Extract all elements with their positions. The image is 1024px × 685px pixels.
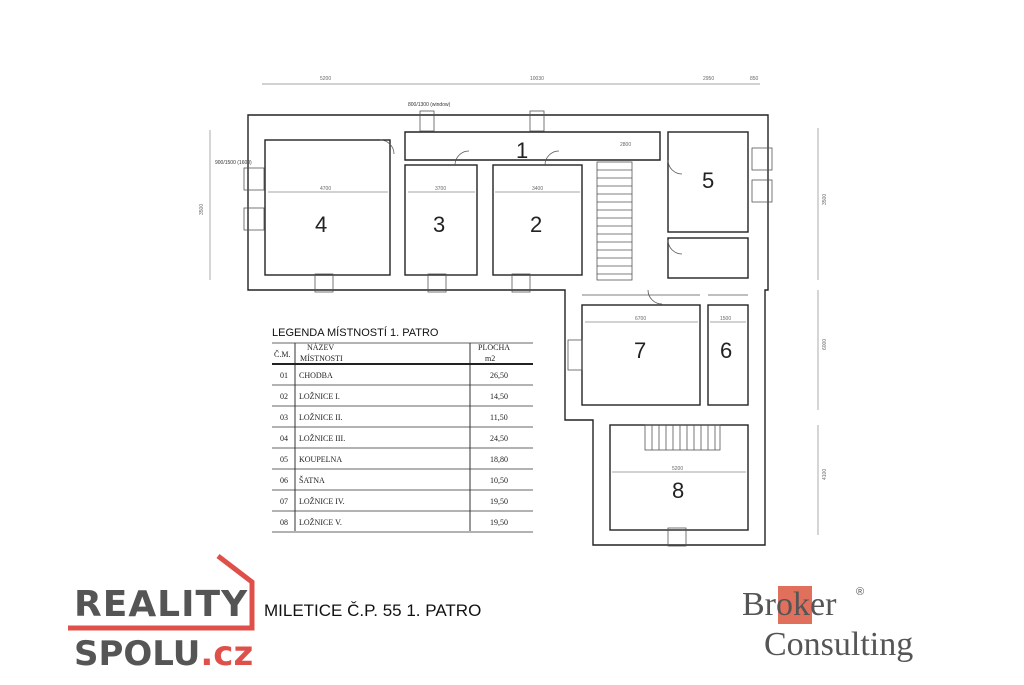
doors: [379, 139, 683, 305]
legend-room-number: 01: [280, 371, 288, 380]
room-6-label: 6: [720, 338, 732, 363]
legend-room-name: LOŽNICE II.: [299, 412, 343, 422]
legend-room-number: 03: [280, 413, 288, 422]
legend-room-name: LOŽNICE I.: [299, 391, 340, 401]
windows: 800/1300 (window) 900/1500 (1600): [215, 102, 773, 547]
legend-room-number: 07: [280, 497, 288, 506]
dim-top-3: 2950: [703, 76, 714, 82]
legend-room-area: 11,50: [490, 413, 508, 422]
legend-room-name: ŠATNA: [299, 476, 325, 485]
logo-spolu: SPOLU: [74, 634, 201, 674]
legend-room-number: 06: [280, 476, 288, 485]
legend-row: 01 CHODBA 26,50: [272, 371, 533, 386]
staircase-upper: [596, 161, 633, 281]
legend-room-area: 19,50: [490, 518, 508, 527]
legend-room-number: 05: [280, 455, 288, 464]
dim-room-6: 1500: [720, 316, 731, 322]
room-3-label: 3: [433, 212, 445, 237]
legend-room-number: 08: [280, 518, 288, 527]
room-2-label: 2: [530, 212, 542, 237]
room-4-label: 4: [315, 212, 327, 237]
legend-row: 07 LOŽNICE IV. 19,50: [272, 496, 533, 512]
dim-top-1: 5200: [320, 76, 331, 82]
legend-room-area: 18,80: [490, 455, 508, 464]
logo-box: [778, 586, 812, 624]
dim-left: 3500: [199, 204, 205, 215]
legend-room-area: 19,50: [490, 497, 508, 506]
dim-right-3: 4100: [822, 469, 828, 480]
legend-room-area: 14,50: [490, 392, 508, 401]
dim-room-7: 6700: [635, 316, 646, 322]
dim-room-8: 5200: [672, 466, 683, 472]
legend-room-name: LOŽNICE V.: [299, 517, 342, 527]
logo-spolu-text: SPOLU.cz: [74, 634, 253, 674]
legend-row: 08 LOŽNICE V. 19,50: [272, 517, 533, 533]
legend-row: 05 KOUPELNA 18,80: [272, 455, 533, 470]
dim-right-1: 3500: [822, 194, 828, 205]
legend-header-name-1: NÁZEV: [307, 342, 334, 352]
dim-room-4: 4700: [320, 186, 331, 192]
room-7-label: 7: [634, 338, 646, 363]
legend-row: 06 ŠATNA 10,50: [272, 476, 533, 491]
legend-room-area: 10,50: [490, 476, 508, 485]
legend-header-area-1: PLOCHA: [478, 343, 510, 352]
legend-room-name: KOUPELNA: [299, 455, 342, 464]
staircase-lower: [644, 424, 721, 451]
dim-top-4: 850: [750, 76, 759, 82]
room-1-label: 1: [516, 138, 528, 163]
room-legend: LEGENDA MÍSTNOSTÍ 1. PATRO Č.M. NÁZEV MÍ…: [272, 326, 533, 533]
dim-corridor: 2800: [620, 142, 631, 148]
dim-top-2: 10030: [530, 76, 544, 82]
legend-room-area: 26,50: [490, 371, 508, 380]
legend-row: 04 LOŽNICE III. 24,50: [272, 433, 533, 449]
logo-tld: .cz: [200, 634, 254, 674]
dim-room-3: 3700: [435, 186, 446, 192]
plan-title: MILETICE Č.P. 55 1. PATRO: [264, 601, 482, 620]
legend-room-name: CHODBA: [299, 371, 333, 380]
legend-room-number: 04: [280, 434, 288, 443]
legend-row: 03 LOŽNICE II. 11,50: [272, 412, 533, 428]
legend-room-name: LOŽNICE IV.: [299, 496, 345, 506]
legend-room-area: 24,50: [490, 434, 508, 443]
legend-header-area-2: m2: [485, 354, 495, 363]
dim-room-2: 3400: [532, 186, 543, 192]
logo-broker-text: Broker: [742, 586, 837, 623]
legend-row: 02 LOŽNICE I. 14,50: [272, 391, 533, 407]
logo-consulting-text: Consulting: [764, 626, 914, 663]
legend-room-name: LOŽNICE III.: [299, 433, 345, 443]
room-labels: 1 2 3 4 5 6 7 8: [315, 138, 732, 503]
inner-dimensions: 4700 3700 3400 2800 6700 1500 5200: [268, 142, 746, 473]
logo-registered-mark: ®: [856, 586, 865, 598]
legend-title: LEGENDA MÍSTNOSTÍ 1. PATRO: [272, 326, 439, 339]
legend-header-name-2: MÍSTNOSTI: [300, 353, 343, 363]
window-label-top: 800/1300 (window): [408, 102, 451, 108]
dimension-lines: 5200 10030 2950 850 3500 3500 6000 4100: [199, 76, 828, 535]
dim-right-2: 6000: [822, 339, 828, 350]
broker-consulting-logo: Broker ® Consulting: [740, 586, 960, 666]
logo-roof-icon: [68, 554, 255, 631]
legend-room-number: 02: [280, 392, 288, 401]
window-label-left: 900/1500 (1600): [215, 160, 252, 166]
logo-reality-text: REALITY: [74, 584, 249, 625]
room-8-label: 8: [672, 478, 684, 503]
legend-header-number: Č.M.: [274, 349, 290, 359]
room-5-label: 5: [702, 168, 714, 193]
